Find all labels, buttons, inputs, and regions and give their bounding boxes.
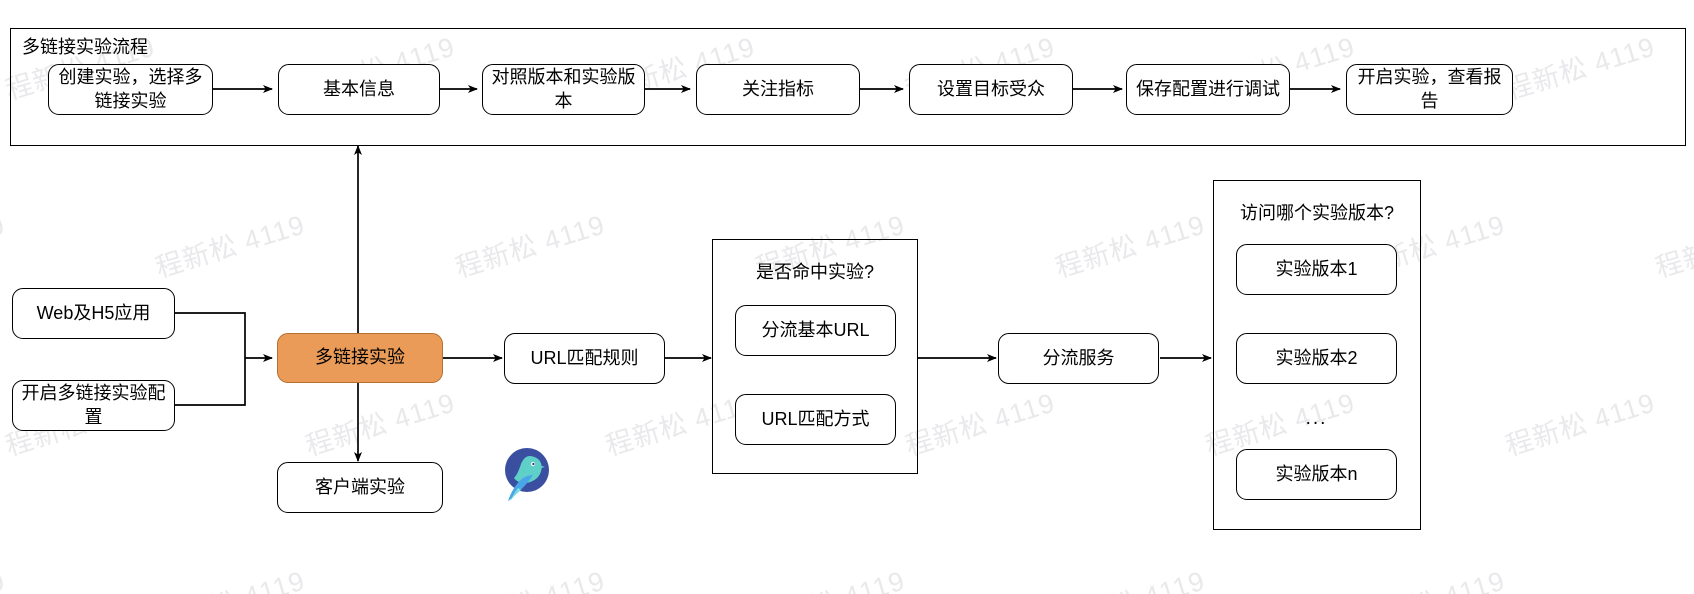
variant-group-container xyxy=(1213,180,1421,530)
variant-item-label: 实验版本n xyxy=(1275,463,1358,484)
hit-experiment-group-title: 是否命中实验? xyxy=(755,262,874,282)
hit-item-split-base-url[interactable]: 分流基本URL xyxy=(735,305,896,356)
variant-item-1[interactable]: 实验版本1 xyxy=(1236,244,1397,295)
bird-logo-icon xyxy=(505,448,549,502)
flow-step-label: 基本信息 xyxy=(323,78,395,99)
flow-step-label: 设置目标受众 xyxy=(937,78,1045,99)
flow-step-audience[interactable]: 设置目标受众 xyxy=(909,64,1073,115)
split-service-label: 分流服务 xyxy=(1042,347,1115,368)
source-label: 开启多链接实验配置 xyxy=(21,382,166,427)
flow-step-save-debug[interactable]: 保存配置进行调试 xyxy=(1126,64,1290,115)
url-match-rule-node[interactable]: URL匹配规则 xyxy=(504,333,665,384)
split-service-node[interactable]: 分流服务 xyxy=(998,333,1159,384)
flow-step-metrics[interactable]: 关注指标 xyxy=(696,64,860,115)
variant-ellipsis: ... xyxy=(1305,408,1328,429)
url-match-rule-label: URL匹配规则 xyxy=(530,347,639,368)
top-flow-title: 多链接实验流程 xyxy=(22,37,148,57)
source-label: Web及H5应用 xyxy=(36,302,151,323)
flow-step-label: 创建实验，选择多链接实验 xyxy=(58,66,203,111)
flow-step-create-experiment[interactable]: 创建实验，选择多链接实验 xyxy=(48,64,213,115)
source-enable-multilink-config[interactable]: 开启多链接实验配置 xyxy=(12,380,175,431)
flow-step-versions[interactable]: 对照版本和实验版本 xyxy=(482,64,645,115)
variant-item-label: 实验版本2 xyxy=(1275,347,1358,368)
client-experiment-node[interactable]: 客户端实验 xyxy=(277,462,443,513)
hit-item-label: 分流基本URL xyxy=(761,319,870,340)
client-experiment-label: 客户端实验 xyxy=(315,476,405,497)
hub-label: 多链接实验 xyxy=(315,347,405,368)
variant-group-title: 访问哪个实验版本? xyxy=(1239,203,1394,223)
flow-step-label: 关注指标 xyxy=(742,78,814,99)
variant-item-label: 实验版本1 xyxy=(1275,258,1358,279)
top-flow-container xyxy=(10,28,1686,146)
flow-step-basic-info[interactable]: 基本信息 xyxy=(278,64,440,115)
hit-item-url-match-mode[interactable]: URL匹配方式 xyxy=(735,394,896,445)
hub-multilink-experiment[interactable]: 多链接实验 xyxy=(277,333,443,383)
flow-step-label: 对照版本和实验版本 xyxy=(491,66,636,111)
hit-item-label: URL匹配方式 xyxy=(761,408,870,429)
variant-item-2[interactable]: 实验版本2 xyxy=(1236,333,1397,384)
flow-step-start-report[interactable]: 开启实验，查看报告 xyxy=(1346,64,1513,115)
flow-step-label: 保存配置进行调试 xyxy=(1136,78,1280,99)
hit-experiment-group xyxy=(712,239,918,474)
variant-item-n[interactable]: 实验版本n xyxy=(1236,449,1397,500)
flow-step-label: 开启实验，查看报告 xyxy=(1357,66,1502,111)
source-web-h5-app[interactable]: Web及H5应用 xyxy=(12,288,175,339)
